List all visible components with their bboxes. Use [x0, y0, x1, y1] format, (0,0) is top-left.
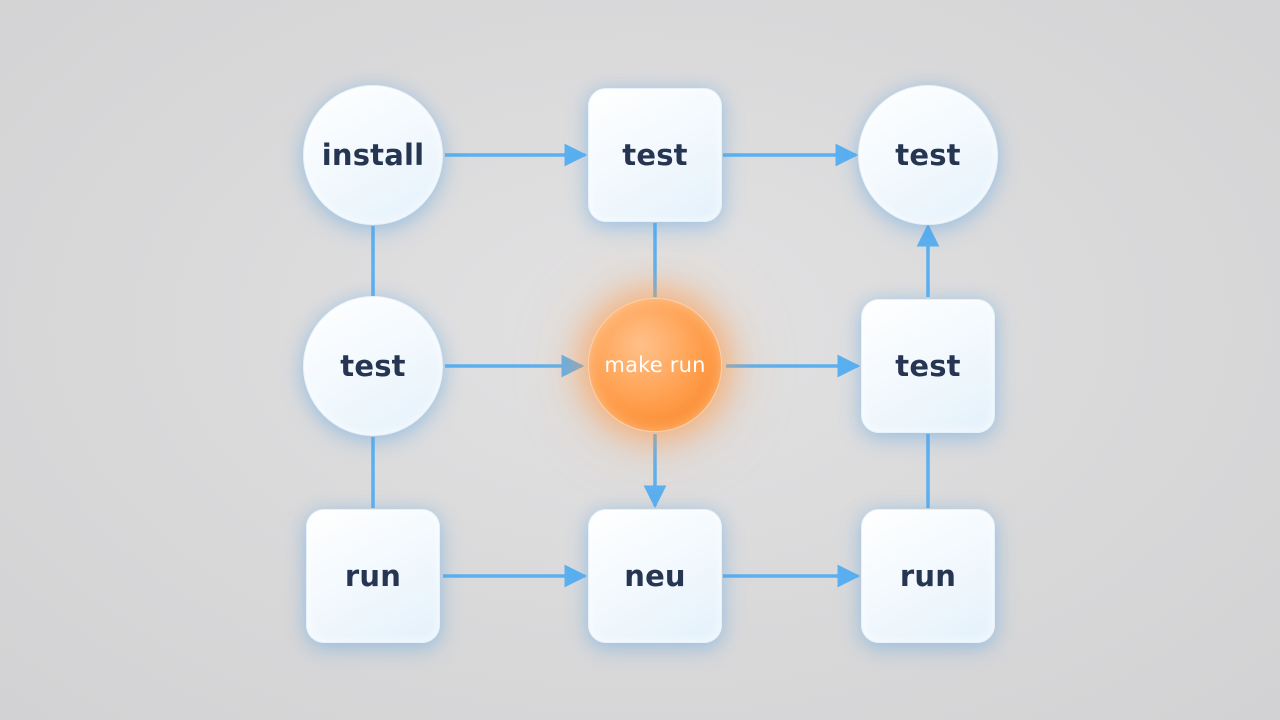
node-run-bottom-right-label: run	[899, 559, 957, 593]
node-neu-label: neu	[624, 559, 686, 593]
node-neu[interactable]: neu	[588, 509, 722, 643]
node-make-run-label: make run	[604, 353, 706, 377]
node-test-middle-left[interactable]: test	[303, 296, 443, 436]
node-test-top-middle[interactable]: test	[588, 88, 722, 222]
node-make-run[interactable]: make run	[588, 298, 722, 432]
node-install[interactable]: install	[303, 85, 443, 225]
node-test-middle-right[interactable]: test	[861, 299, 995, 433]
node-test-middle-left-label: test	[340, 349, 406, 383]
node-test-top-middle-label: test	[622, 138, 688, 172]
node-test-top-right-label: test	[895, 138, 961, 172]
node-run-bottom-left-label: run	[344, 559, 402, 593]
node-install-label: install	[321, 138, 425, 172]
node-test-middle-right-label: test	[895, 349, 961, 383]
node-test-top-right[interactable]: test	[858, 85, 998, 225]
node-run-bottom-right[interactable]: run	[861, 509, 995, 643]
node-run-bottom-left[interactable]: run	[306, 509, 440, 643]
